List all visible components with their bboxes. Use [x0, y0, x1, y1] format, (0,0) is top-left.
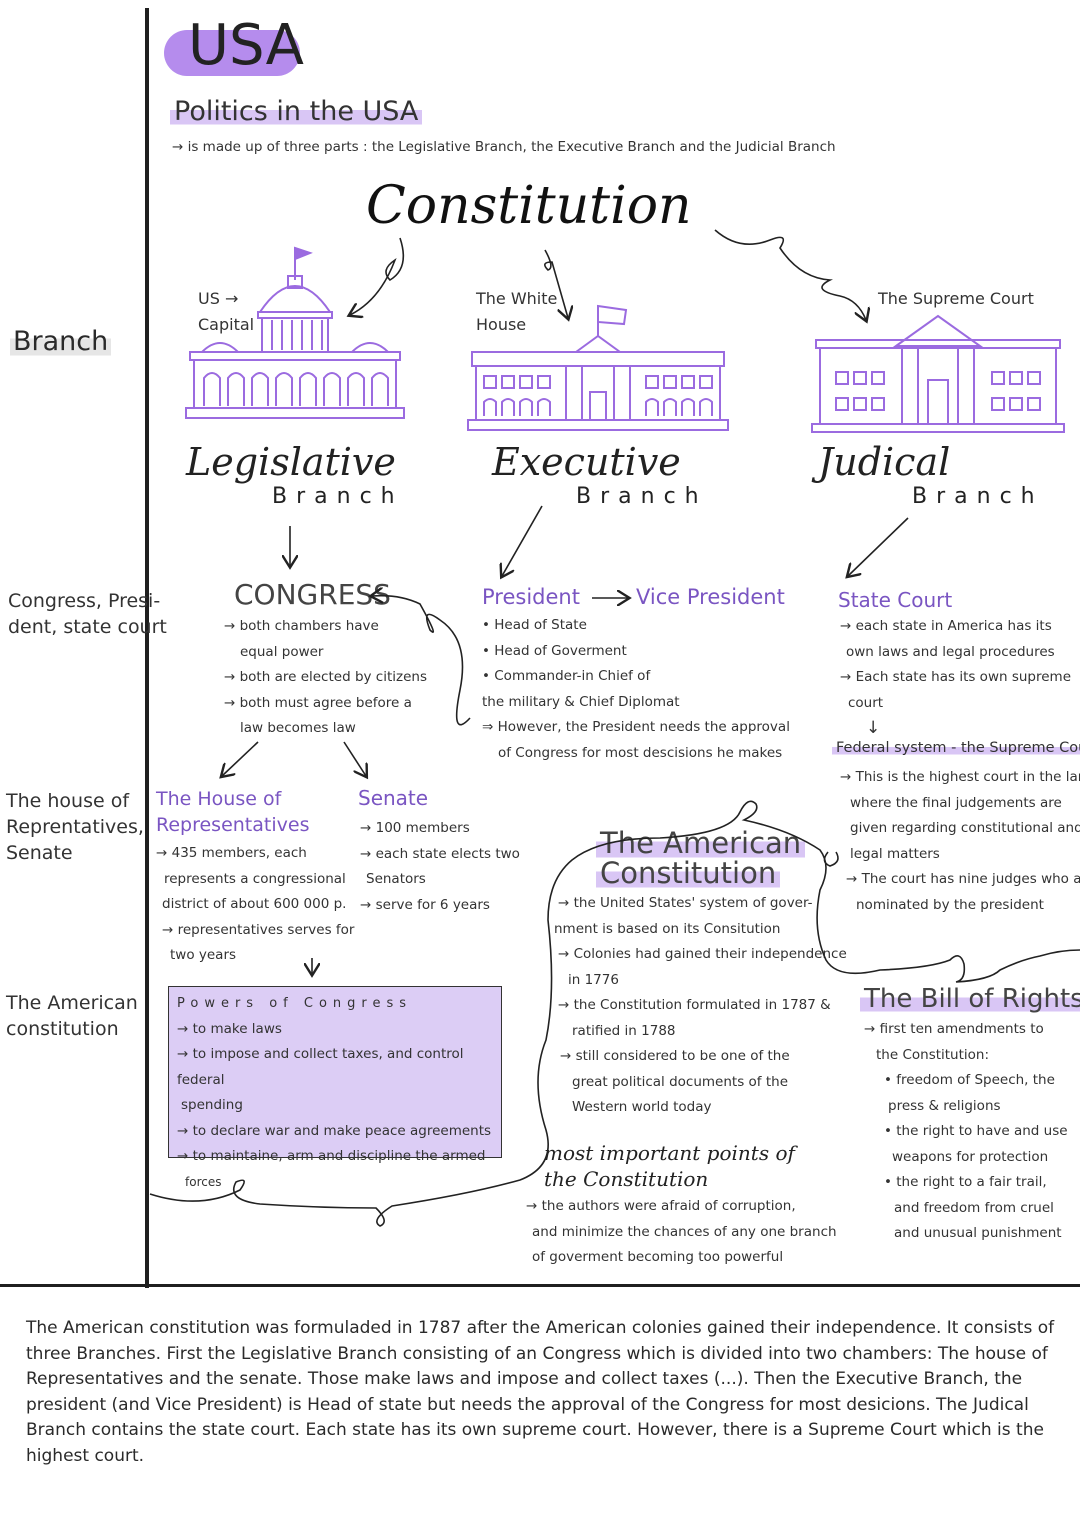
- page-title: USA: [188, 13, 304, 78]
- senate-title: Senate: [358, 786, 429, 810]
- important-title: most important points of the Constitutio…: [544, 1141, 795, 1191]
- american-constitution-list: → the United States' system of gover- nm…: [554, 895, 847, 1115]
- important-list: → the authors were afraid of corruption,…: [526, 1198, 837, 1265]
- executive-script: Executive: [492, 440, 681, 484]
- horizontal-divider: [0, 1284, 1080, 1287]
- sidebar-congress: Congress, Presi-dent, state court: [8, 590, 167, 638]
- legislative-branch-word: Branch: [272, 484, 404, 509]
- vertical-divider: [145, 8, 149, 1288]
- sidebar-branch: Branch: [10, 326, 112, 357]
- president-title: President: [482, 585, 580, 609]
- connector-lines: [149, 229, 1080, 1227]
- summary-paragraph: The American constitution was formuladed…: [26, 1318, 1055, 1466]
- state-court-list: → each state in America has its own laws…: [840, 618, 1072, 738]
- federal-system-title: Federal system - the Supreme Court: [832, 740, 1080, 756]
- capitol-label: US →Capital: [198, 289, 255, 334]
- subtitle: Politics in the USA: [170, 96, 423, 127]
- legislative-script: Legislative: [186, 440, 396, 484]
- congress-title: CONGRESS: [234, 578, 391, 611]
- white-house-icon: [467, 304, 729, 431]
- bill-title: The Bill of Rights: [860, 984, 1080, 1014]
- congress-list: → both chambers have equal power → both …: [224, 618, 427, 736]
- constitution-heading: Constitution: [366, 176, 692, 236]
- supreme-court-icon: [811, 314, 1065, 433]
- vice-president-title: Vice President: [636, 585, 785, 609]
- title-badge: [164, 30, 300, 76]
- senate-list: → 100 members → each state elects two Se…: [360, 820, 520, 913]
- powers-of-congress-box: Powers of Congress → to make laws → to i…: [168, 986, 502, 1189]
- state-court-title: State Court: [838, 588, 953, 612]
- capitol-building-icon: [185, 246, 405, 419]
- federal-list: → This is the highest court in the land,…: [840, 769, 1080, 913]
- executive-branch-word: Branch: [576, 484, 708, 509]
- court-label: The Supreme Court: [878, 289, 1034, 308]
- president-list: • Head of State • Head of Goverment • Co…: [482, 617, 790, 761]
- house-list: → 435 members, each represents a congres…: [156, 845, 355, 963]
- judicial-script: Judical: [818, 440, 951, 484]
- judicial-branch-word: Branch: [912, 484, 1044, 509]
- intro-text: → is made up of three parts : the Legisl…: [172, 139, 836, 155]
- bill-list: → first ten amendments to the Constituti…: [864, 1021, 1068, 1241]
